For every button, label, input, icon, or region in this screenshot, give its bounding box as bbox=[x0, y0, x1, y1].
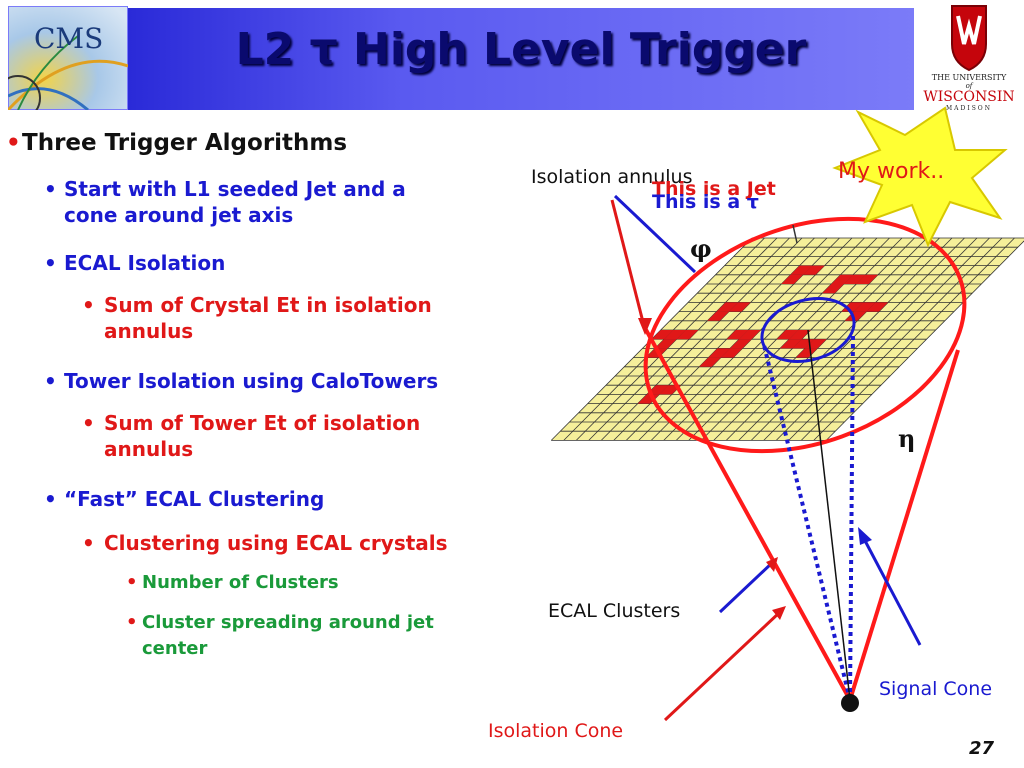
bullet-main: • Three Trigger Algorithms bbox=[6, 130, 348, 156]
deposit-cell bbox=[795, 348, 818, 358]
deposit-cell bbox=[720, 348, 743, 358]
jet-pointer-arrowhead bbox=[638, 318, 652, 335]
bullet-sub: • ECAL Isolation bbox=[44, 251, 226, 275]
deposit-cell bbox=[789, 330, 811, 340]
bullet-text: Three Trigger Algorithms bbox=[22, 130, 348, 156]
bullet-line: Start with L1 seeded Jet and a bbox=[64, 177, 406, 201]
bullet-subsub: • Sum of Tower Et of isolation annulus bbox=[82, 411, 421, 461]
deposit-cell bbox=[739, 330, 761, 340]
deposit-cell bbox=[708, 348, 730, 358]
bullet-line: Number of Clusters bbox=[142, 572, 339, 593]
bullet-sub: • “Fast” ECAL Clustering bbox=[44, 487, 325, 511]
deposit-cell bbox=[866, 302, 889, 312]
cms-logo-text: CMS bbox=[34, 22, 103, 55]
deposit-cell bbox=[676, 330, 699, 340]
signal-cone-arrowhead bbox=[858, 527, 872, 545]
label-this-is-a-jet: This is a Jet bbox=[652, 178, 776, 200]
uw-text-2: of bbox=[966, 82, 974, 90]
uw-text-4: MADISON bbox=[946, 105, 992, 112]
deposit-cell bbox=[843, 274, 866, 284]
bullet-line: Sum of Tower Et of isolation bbox=[104, 411, 421, 435]
label-phi: φ bbox=[690, 234, 712, 263]
deposit-cell bbox=[853, 302, 876, 312]
deposit-cell bbox=[779, 339, 802, 349]
deposit-cell bbox=[654, 339, 677, 349]
uw-text-3: WISCONSIN bbox=[923, 89, 1014, 105]
deposit-cell bbox=[726, 330, 749, 340]
deposit-cell bbox=[664, 330, 686, 340]
isolation-cone-pointer bbox=[663, 610, 782, 722]
bullet-level3: • Number of Clusters bbox=[126, 570, 339, 596]
bullet-sub: • Start with L1 seeded Jet and a cone ar… bbox=[44, 177, 406, 227]
label-eta: η bbox=[898, 424, 915, 453]
callout-text: My work.. bbox=[838, 159, 944, 184]
title-bar: L2 τ High Level Trigger bbox=[128, 8, 914, 110]
deposit-cell bbox=[776, 330, 799, 340]
page-number: 27 bbox=[968, 738, 994, 759]
isolation-annulus-pointer bbox=[613, 194, 697, 274]
bullet-line: Sum of Crystal Et in isolation bbox=[104, 293, 432, 317]
deposit-cell bbox=[844, 311, 867, 321]
signal-cone-left bbox=[762, 344, 852, 701]
jet-axis bbox=[807, 329, 851, 701]
label-this-is-a-tau: This is a τ bbox=[652, 191, 759, 213]
label-isolation-annulus: Isolation annulus bbox=[531, 166, 692, 188]
isolation-cone-right bbox=[848, 349, 960, 701]
uw-text-1: THE UNIVERSITY bbox=[932, 73, 1007, 82]
interaction-vertex bbox=[841, 694, 859, 712]
bullet-line: annulus bbox=[104, 319, 194, 343]
isolation-cone-left bbox=[643, 327, 852, 701]
bullet-level3: • Cluster spreading around jet center bbox=[126, 610, 434, 662]
my-work-callout bbox=[832, 106, 1008, 248]
bullet-line: Cluster spreading around jet bbox=[142, 612, 434, 633]
bullet-line: ECAL Isolation bbox=[64, 251, 226, 275]
deposit-cell bbox=[729, 339, 752, 349]
uw-logo: THE UNIVERSITY of WISCONSIN MADISON bbox=[923, 5, 1015, 112]
ecal-cluster-arrowhead bbox=[766, 557, 778, 572]
label-signal-cone: Signal Cone bbox=[879, 678, 992, 700]
deposit-cell bbox=[831, 274, 853, 284]
signal-cone-pointer bbox=[860, 534, 922, 646]
deposit-cell bbox=[728, 302, 751, 312]
cms-logo: CMS bbox=[8, 6, 128, 110]
bullet-subsub: • Clustering using ECAL crystals bbox=[82, 531, 448, 555]
deposit-cell bbox=[822, 284, 844, 294]
label-ecal-clusters: ECAL Clusters bbox=[548, 600, 680, 622]
deposit-cell bbox=[707, 311, 729, 321]
label-isolation-cone: Isolation Cone bbox=[488, 720, 623, 742]
signal-cone-right bbox=[848, 334, 855, 701]
bullet-line: Clustering using ECAL crystals bbox=[104, 531, 448, 555]
bullet-line: Tower Isolation using CaloTowers bbox=[64, 369, 439, 393]
ecal-cluster-pointer bbox=[718, 560, 775, 614]
deposit-cell bbox=[781, 274, 803, 284]
deposit-cell bbox=[651, 330, 674, 340]
deposit-cell bbox=[699, 357, 721, 367]
signal-cone-ellipse bbox=[760, 297, 856, 363]
deposit-cell bbox=[716, 302, 739, 312]
bullet-line: “Fast” ECAL Clustering bbox=[64, 487, 325, 511]
bullet-line: center bbox=[142, 638, 208, 659]
jet-pointer-arrow bbox=[610, 199, 647, 331]
energy-deposits bbox=[637, 265, 889, 404]
bullet-line: annulus bbox=[104, 437, 194, 461]
jet-up-arrow bbox=[792, 224, 798, 244]
bullet-subsub: • Sum of Crystal Et in isolation annulus bbox=[82, 293, 432, 343]
isolation-annulus-ellipse bbox=[643, 216, 967, 454]
bullet-sub: • Tower Isolation using CaloTowers bbox=[44, 369, 439, 393]
deposit-cell bbox=[790, 265, 813, 275]
bullet-line: cone around jet axis bbox=[64, 203, 294, 227]
deposit-cell bbox=[802, 265, 825, 275]
deposit-cell bbox=[856, 274, 878, 284]
page-title: L2 τ High Level Trigger bbox=[235, 24, 807, 75]
isolation-cone-arrowhead bbox=[772, 606, 786, 620]
